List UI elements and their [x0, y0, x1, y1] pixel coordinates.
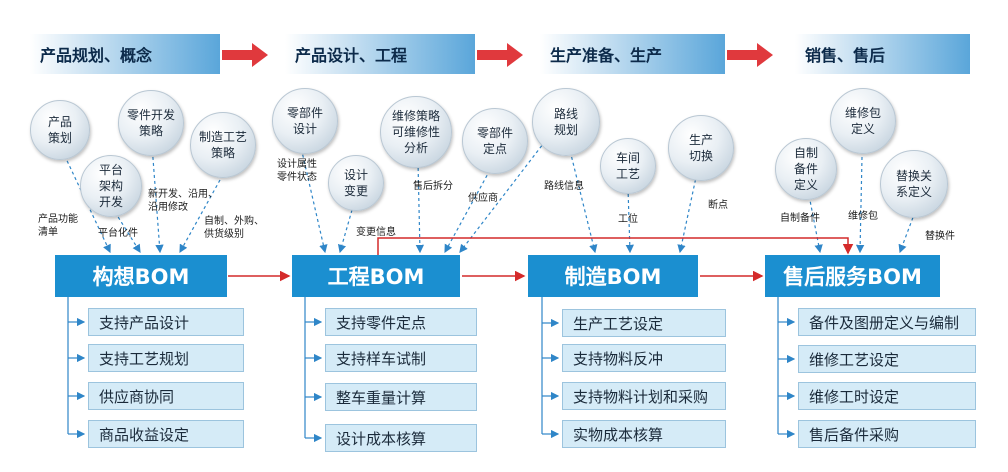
bom-concept: 构想BOM — [55, 255, 227, 297]
circle-mfg-process-strategy: 制造工艺 策略 — [190, 112, 256, 178]
list-item: 生产工艺设定 — [562, 309, 726, 337]
annotation: 产品功能 清单 — [38, 214, 78, 238]
phase-banner-engineering: 产品设计、工程 — [285, 34, 475, 74]
list-item: 整车重量计算 — [325, 383, 477, 411]
phase-arrow-3 — [727, 43, 773, 67]
bom-manufacturing: 制造BOM — [528, 255, 698, 297]
circle-maintenance-pack: 维修包 定义 — [830, 88, 896, 154]
circle-workshop-process: 车间 工艺 — [600, 138, 656, 194]
annotation: 平台化件 — [98, 228, 138, 239]
phase-label: 产品规划、概念 — [40, 46, 153, 65]
bom-aftersales: 售后服务BOM — [765, 255, 940, 297]
phase-banner-concept: 产品规划、概念 — [30, 34, 220, 74]
list-item: 实物成本核算 — [562, 420, 726, 448]
list-item: 商品收益设定 — [88, 420, 244, 448]
list-item: 维修工时设定 — [798, 382, 976, 410]
annotation: 售后拆分 — [413, 181, 453, 192]
list-item: 支持零件定点 — [325, 308, 477, 336]
annotation: 新开发、沿用、 沿用修改 — [148, 189, 218, 213]
annotation: 维修包 — [848, 211, 878, 222]
circle-route-planning: 路线 规划 — [532, 88, 600, 156]
phase-arrow — [222, 43, 773, 67]
annotation: 路线信息 — [544, 181, 584, 192]
list-item: 设计成本核算 — [325, 424, 477, 452]
circle-part-dev-strategy: 零件开发 策略 — [118, 90, 184, 156]
phase-banner-aftersales: 销售、售后 — [795, 34, 970, 74]
annotation: 自制备件 — [780, 213, 820, 224]
circle-part-sourcing: 零部件 定点 — [462, 108, 528, 174]
annotation: 替换件 — [925, 231, 955, 242]
circle-platform-dev: 平台 架构 开发 — [80, 155, 142, 217]
circle-spare-part-def: 自制 备件 定义 — [775, 138, 837, 200]
circle-maintenance-strategy: 维修策略 可维修性 分析 — [380, 96, 452, 168]
list-item: 支持物料计划和采购 — [562, 382, 726, 410]
annotation: 变更信息 — [356, 227, 396, 238]
phase-label: 产品设计、工程 — [295, 46, 408, 65]
annotation: 供应商 — [468, 193, 498, 204]
phase-label: 销售、售后 — [805, 46, 886, 65]
circle-part-design: 零部件 设计 — [272, 88, 338, 154]
list-item: 支持样车试制 — [325, 344, 477, 372]
circle-product-planning: 产品 策划 — [30, 100, 90, 160]
circle-design-change: 设计 变更 — [328, 155, 384, 211]
annotation: 自制、外购、 供货级别 — [204, 216, 264, 240]
phase-label: 生产准备、生产 — [550, 46, 663, 65]
annotation: 设计属性 零件状态 — [277, 159, 317, 183]
phase-banner-production: 生产准备、生产 — [540, 34, 725, 74]
list-item: 备件及图册定义与编制 — [798, 308, 976, 336]
circle-replacement-def: 替换关 系定义 — [880, 150, 948, 218]
list-item: 支持物料反冲 — [562, 344, 726, 372]
phase-arrow-1 — [222, 43, 268, 67]
list-item: 支持产品设计 — [88, 308, 244, 336]
bom-engineering: 工程BOM — [292, 255, 460, 297]
annotation: 断点 — [708, 200, 728, 211]
list-item: 维修工艺设定 — [798, 345, 976, 373]
circle-production-switch: 生产 切换 — [668, 115, 734, 181]
phase-arrow-2 — [477, 43, 523, 67]
list-item: 支持工艺规划 — [88, 344, 244, 372]
annotation: 工位 — [618, 214, 638, 225]
list-item: 售后备件采购 — [798, 420, 976, 448]
list-item: 供应商协同 — [88, 382, 244, 410]
